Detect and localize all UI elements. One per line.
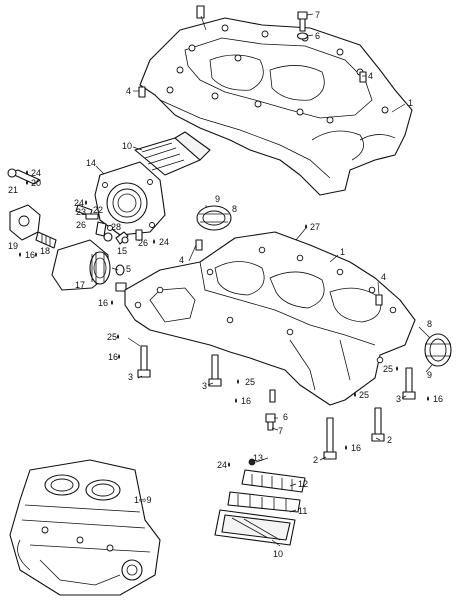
label-25: 25	[245, 377, 255, 387]
label-19: 19	[8, 241, 18, 251]
label-8: 8	[427, 319, 432, 329]
drop-icon	[111, 300, 113, 305]
label-16: 16	[98, 298, 108, 308]
label-4: 4	[126, 86, 131, 96]
label-1: 1	[408, 98, 413, 108]
label-16: 16	[241, 396, 251, 406]
drop-icon	[85, 200, 87, 205]
label-26: 26	[76, 220, 86, 230]
label-9: 9	[215, 194, 220, 204]
drop-icon	[228, 462, 230, 467]
label-3: 3	[396, 394, 401, 404]
water-fitting-19	[9, 204, 57, 249]
gear-assembly-17-18	[51, 239, 127, 292]
label-20: 20	[31, 178, 41, 188]
engine-overview-thumbnail	[9, 459, 161, 596]
label-16: 16	[351, 443, 361, 453]
lubricant-drop-icons	[19, 170, 429, 467]
label-4: 4	[179, 255, 184, 265]
seal-8-9-right	[424, 333, 452, 367]
upper-crankcase-part	[138, 5, 413, 196]
drop-icon	[427, 396, 429, 401]
label-15: 15	[117, 246, 127, 256]
seal-ring-8-9-middle	[196, 205, 232, 231]
label-24: 24	[74, 198, 84, 208]
label-8: 8	[232, 204, 237, 214]
label-5: 5	[126, 264, 131, 274]
label-12: 12	[298, 479, 308, 489]
reed-valve-assembly-bottom	[214, 458, 306, 546]
label-25: 25	[383, 364, 393, 374]
drop-icon	[118, 354, 120, 359]
drop-icon	[153, 239, 155, 244]
drop-icon	[19, 252, 21, 257]
label-1-to-9: 1⇨9	[134, 495, 152, 505]
label-17: 17	[75, 280, 85, 290]
label-13: 13	[253, 453, 263, 463]
label-4: 4	[368, 71, 373, 81]
drop-icon	[235, 398, 237, 403]
reed-valve-10-upper	[134, 131, 211, 176]
label-2: 2	[387, 435, 392, 445]
label-4: 4	[381, 272, 386, 282]
label-16: 16	[108, 352, 118, 362]
label-10: 10	[273, 549, 283, 559]
label-24: 24	[31, 168, 41, 178]
label-10: 10	[122, 141, 132, 151]
label-22: 22	[93, 205, 103, 215]
lower-crankcase-part	[124, 231, 416, 406]
label-23: 23	[76, 207, 86, 217]
label-24: 24	[159, 237, 169, 247]
rotary-valve-cover-14	[94, 161, 166, 236]
callout-labels: 7 6 4 4 1 10 14 24 20 21 24 22 23 9 8 26…	[8, 10, 443, 559]
drop-icon	[354, 392, 356, 397]
leader-lines	[95, 13, 433, 547]
label-7: 7	[315, 10, 320, 20]
label-7: 7	[278, 426, 283, 436]
label-6: 6	[283, 412, 288, 422]
label-9: 9	[427, 370, 432, 380]
label-26: 26	[138, 238, 148, 248]
label-3: 3	[202, 381, 207, 391]
bolts-3-2	[137, 345, 416, 460]
label-27: 27	[310, 222, 320, 232]
bolt-21	[7, 168, 41, 185]
shaft-parts-22-28	[75, 204, 143, 245]
label-1: 1	[340, 247, 345, 257]
label-24: 24	[217, 460, 227, 470]
drop-icon	[396, 366, 398, 371]
drop-icon	[35, 252, 37, 257]
bolt-7-top	[296, 11, 309, 40]
label-25: 25	[359, 390, 369, 400]
label-18: 18	[40, 246, 50, 256]
drop-icon	[26, 170, 28, 175]
label-21: 21	[8, 185, 18, 195]
label-6: 6	[315, 31, 320, 41]
label-28: 28	[111, 222, 121, 232]
label-16: 16	[433, 394, 443, 404]
drop-icon	[345, 445, 347, 450]
label-14: 14	[86, 158, 96, 168]
label-11: 11	[298, 506, 307, 516]
drop-icon	[305, 224, 307, 229]
label-2: 2	[313, 455, 318, 465]
drop-icon	[26, 180, 28, 185]
label-16: 16	[25, 250, 35, 260]
label-25: 25	[107, 332, 117, 342]
drop-icon	[117, 334, 119, 339]
label-3: 3	[128, 372, 133, 382]
drop-icon	[237, 379, 239, 384]
